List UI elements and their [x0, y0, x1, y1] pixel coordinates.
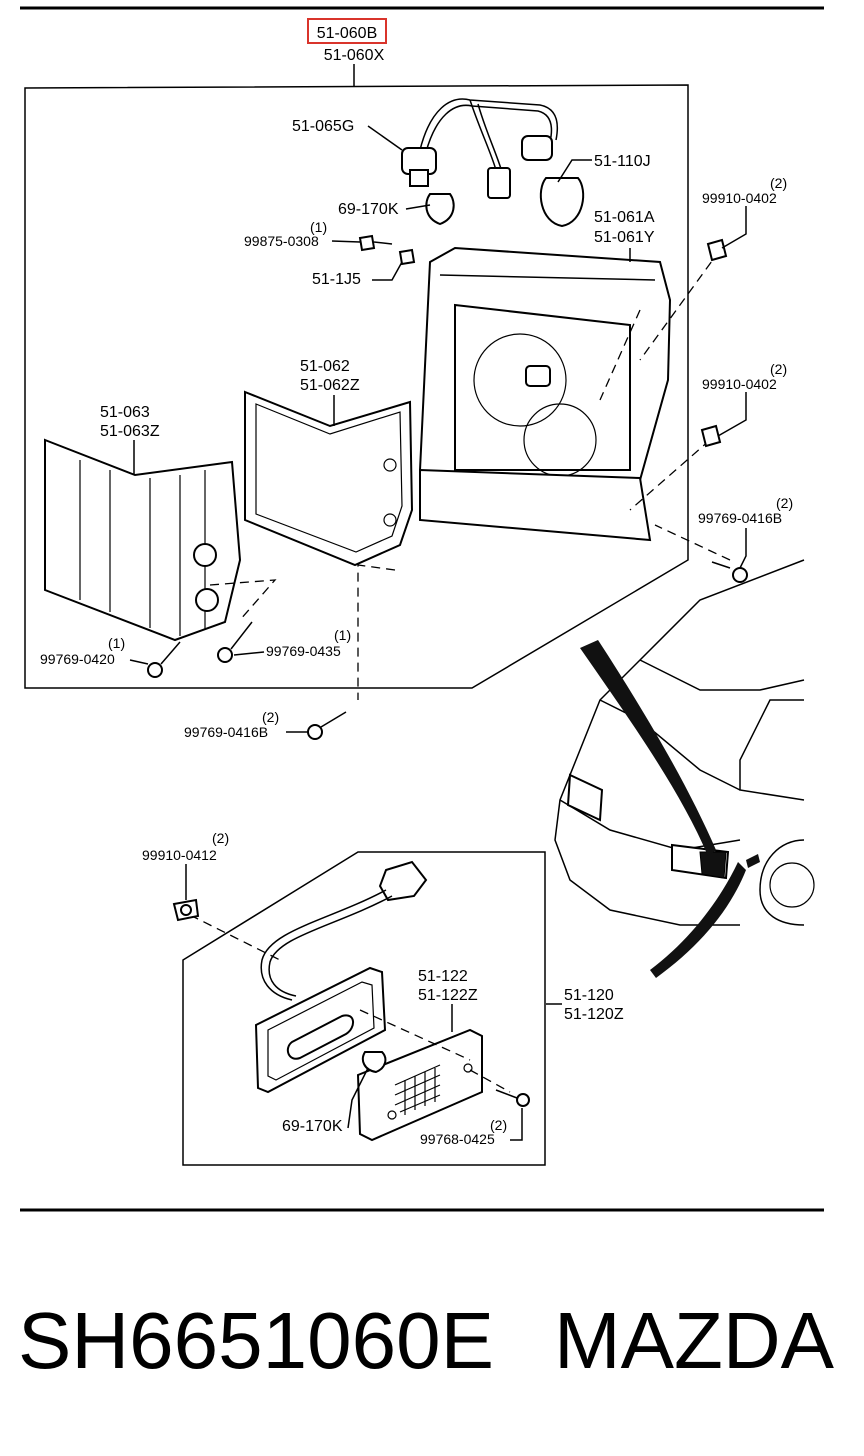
brand-name: MAZDA	[554, 1296, 835, 1385]
part-number: SH6651060E	[18, 1296, 494, 1385]
lens-grid-icon	[387, 1063, 473, 1120]
side-marker-connector	[260, 860, 428, 1001]
part-label-51-1j5[interactable]: 51-1J5	[312, 271, 361, 288]
part-label-99769-0416b-a[interactable]: 99769-0416B	[698, 510, 782, 526]
bulb-icon	[425, 177, 585, 228]
highlight-box[interactable]	[307, 18, 387, 44]
small-bulb-icon	[361, 1051, 387, 1074]
part-label-51-061y[interactable]: 51-061Y	[594, 229, 655, 246]
lamp-gasket	[244, 390, 414, 567]
part-label-99910-0402-b[interactable]: 99910-0402	[702, 376, 777, 392]
part-label-51-120z[interactable]: 51-120Z	[564, 1006, 624, 1023]
qty-99910-0412: (2)	[212, 830, 229, 846]
part-label-51-122[interactable]: 51-122	[418, 968, 468, 985]
part-label-51-110j[interactable]: 51-110J	[594, 153, 651, 170]
clip-icon	[172, 898, 200, 922]
part-label-51-061a[interactable]: 51-061A	[594, 209, 655, 226]
part-label-51-060b[interactable]: 51-060B	[317, 25, 378, 42]
part-label-51-062z[interactable]: 51-062Z	[300, 377, 360, 394]
screw-icon-lower	[495, 1089, 530, 1107]
lamp-lens	[44, 438, 242, 642]
qty-99769-0416b-a: (2)	[776, 495, 793, 511]
part-label-99768-0425[interactable]: 99768-0425	[420, 1131, 495, 1147]
vehicle-outline	[554, 559, 815, 978]
part-label-69-170k[interactable]: 69-170K	[338, 201, 399, 218]
qty-99910-0402-b: (2)	[770, 361, 787, 377]
side-marker-frame	[182, 851, 546, 1166]
part-label-51-120[interactable]: 51-120	[564, 987, 614, 1004]
qty-99769-0435: (1)	[334, 627, 351, 643]
part-label-99910-0402-a[interactable]: 99910-0402	[702, 190, 777, 206]
side-marker-lens	[356, 1028, 483, 1142]
part-label-99875-0308[interactable]: 99875-0308	[244, 233, 319, 249]
part-label-51-060x[interactable]: 51-060X	[324, 47, 385, 64]
part-label-51-062[interactable]: 51-062	[300, 358, 350, 375]
socket-wiring-harness	[401, 98, 559, 199]
part-label-99910-0412[interactable]: 99910-0412	[142, 847, 217, 863]
qty-99769-0416b-b: (2)	[262, 709, 279, 725]
qty-99768-0425: (2)	[490, 1117, 507, 1133]
screw-icon	[147, 234, 748, 740]
part-label-51-122z[interactable]: 51-122Z	[418, 987, 478, 1004]
qty-99875-0308: (1)	[310, 219, 327, 235]
part-label-51-063[interactable]: 51-063	[100, 404, 150, 421]
qty-99769-0420: (1)	[108, 635, 125, 651]
rear-combination-lamp-frame	[24, 84, 689, 689]
part-label-99769-0416b-b[interactable]: 99769-0416B	[184, 724, 268, 740]
part-label-51-063z[interactable]: 51-063Z	[100, 423, 160, 440]
lamp-housing	[418, 246, 672, 542]
qty-99910-0402-a: (2)	[770, 175, 787, 191]
part-label-99769-0435[interactable]: 99769-0435	[266, 643, 341, 659]
part-label-51-065g[interactable]: 51-065G	[292, 118, 354, 135]
part-label-99769-0420[interactable]: 99769-0420	[40, 651, 115, 667]
part-label-69-170k-lower[interactable]: 69-170K	[282, 1118, 343, 1135]
